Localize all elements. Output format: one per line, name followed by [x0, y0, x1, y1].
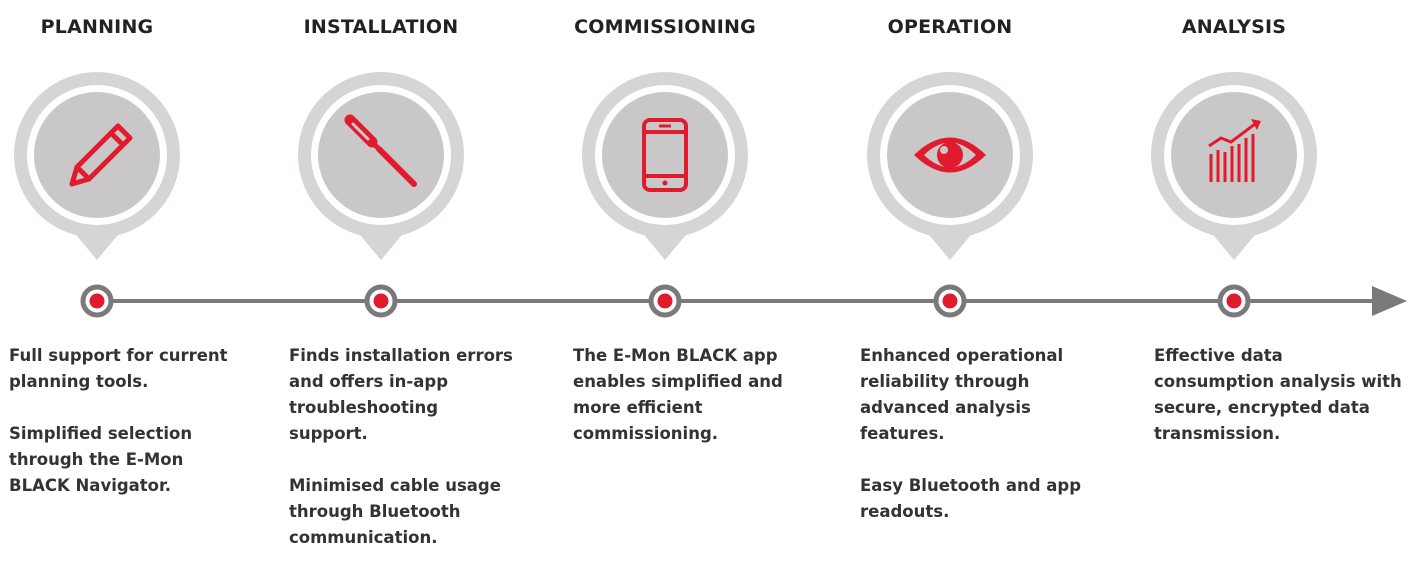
pencil-icon	[69, 123, 133, 187]
pin-operation	[867, 72, 1033, 262]
timeline-arrow-icon	[1372, 286, 1407, 316]
stage-title-commissioning: COMMISSIONING	[574, 16, 756, 38]
timeline-node-analysis	[1217, 284, 1251, 318]
timeline-node-planning	[80, 284, 114, 318]
eye-icon	[914, 137, 986, 173]
screwdriver-icon	[344, 114, 417, 187]
description-paragraph: Finds installation errors and offers in-…	[289, 346, 513, 443]
stage-title-analysis: ANALYSIS	[1181, 16, 1287, 38]
timeline-node-commissioning	[648, 284, 682, 318]
description-paragraph: Easy Bluetooth and app readouts.	[860, 476, 1082, 521]
description-paragraph: Full support for current planning tools.	[9, 346, 228, 391]
pin-installation	[298, 72, 464, 262]
stage-description-commissioning: The E-Mon BLACK app enables simplified a…	[573, 343, 818, 473]
description-paragraph: Effective data consumption analysis with…	[1154, 346, 1402, 443]
description-paragraph: Enhanced operational reliability through…	[860, 346, 1064, 443]
stage-title-installation: INSTALLATION	[303, 16, 459, 38]
timeline-node-installation	[364, 284, 398, 318]
stage-description-installation: Finds installation errors and offers in-…	[289, 343, 514, 577]
description-paragraph: The E-Mon BLACK app enables simplified a…	[573, 346, 783, 443]
stage-title-planning: PLANNING	[40, 16, 154, 38]
stage-title-operation: OPERATION	[887, 16, 1013, 38]
timeline-node-operation	[933, 284, 967, 318]
smartphone-icon	[642, 118, 688, 192]
description-paragraph: Minimised cable usage through Bluetooth …	[289, 476, 501, 547]
stage-description-planning: Full support for current planning tools.…	[9, 343, 229, 525]
stage-description-analysis: Effective data consumption analysis with…	[1154, 343, 1404, 473]
chart-growth-icon	[1208, 119, 1261, 182]
description-paragraph: Simplified selection through the E-Mon B…	[9, 424, 193, 495]
stage-description-operation: Enhanced operational reliability through…	[860, 343, 1100, 551]
pin-commissioning	[582, 72, 748, 262]
pin-planning	[14, 72, 180, 262]
pin-analysis	[1151, 72, 1317, 262]
